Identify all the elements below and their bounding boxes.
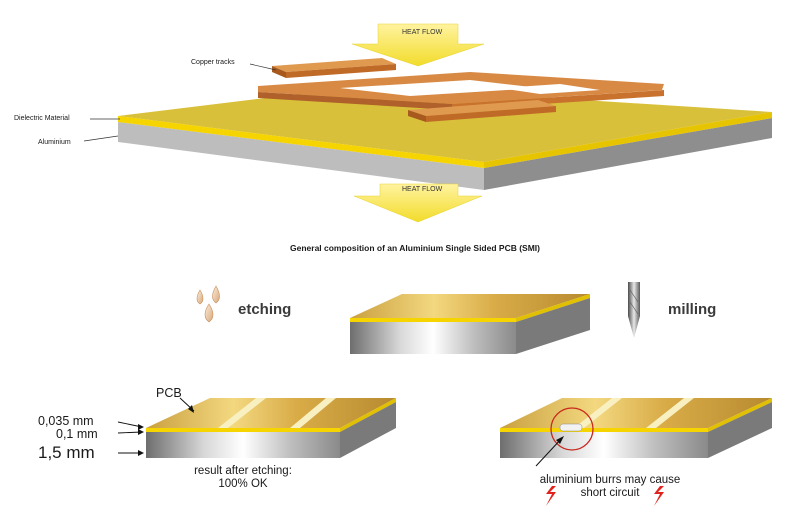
heat-flow-label-top: HEAT FLOW (402, 29, 443, 36)
heat-flow-label-bottom: HEAT FLOW (402, 186, 443, 193)
etching-result-line2: 100% OK (218, 478, 268, 490)
warning-bolt-icon (546, 486, 556, 506)
etching-label: etching (238, 301, 292, 318)
pcb-slab-center (350, 294, 590, 354)
aluminium-layer (118, 122, 484, 190)
dielectric-label: Dielectric Material (14, 115, 70, 122)
milling-label: milling (668, 301, 717, 318)
milling-result-note: aluminium burrs may cause short circuit (505, 474, 715, 500)
pcb-slab-etched (146, 398, 396, 458)
etching-result-note: result after etching: 100% OK (168, 465, 318, 491)
milling-result-line1: aluminium burrs may cause (539, 474, 681, 486)
copper-tracks-label: Copper tracks (191, 59, 235, 66)
milling-tool-icon (628, 282, 640, 338)
pcb-slab-milled (500, 398, 772, 458)
heat-flow-arrow-bottom (353, 183, 483, 223)
aluminium-label: Aluminium (38, 139, 71, 146)
heat-flow-arrow-top (351, 23, 485, 67)
etching-result-line1: result after etching: (194, 465, 292, 477)
etching-droplets-icon (196, 285, 220, 323)
dielectric-thickness-label: 0,1 mm (56, 427, 98, 441)
diagram-caption: General composition of an Aluminium Sing… (290, 243, 540, 253)
milling-result-line2: short circuit (580, 487, 640, 499)
pcb-label: PCB (156, 386, 182, 400)
copper-tracks (258, 58, 664, 122)
warning-bolt-icon (654, 486, 664, 506)
copper-thickness-label: 0,035 mm (38, 414, 94, 428)
aluminium-thickness-label: 1,5 mm (38, 443, 95, 462)
burr-highlight-circle (550, 407, 594, 451)
dielectric-layer (118, 86, 772, 162)
